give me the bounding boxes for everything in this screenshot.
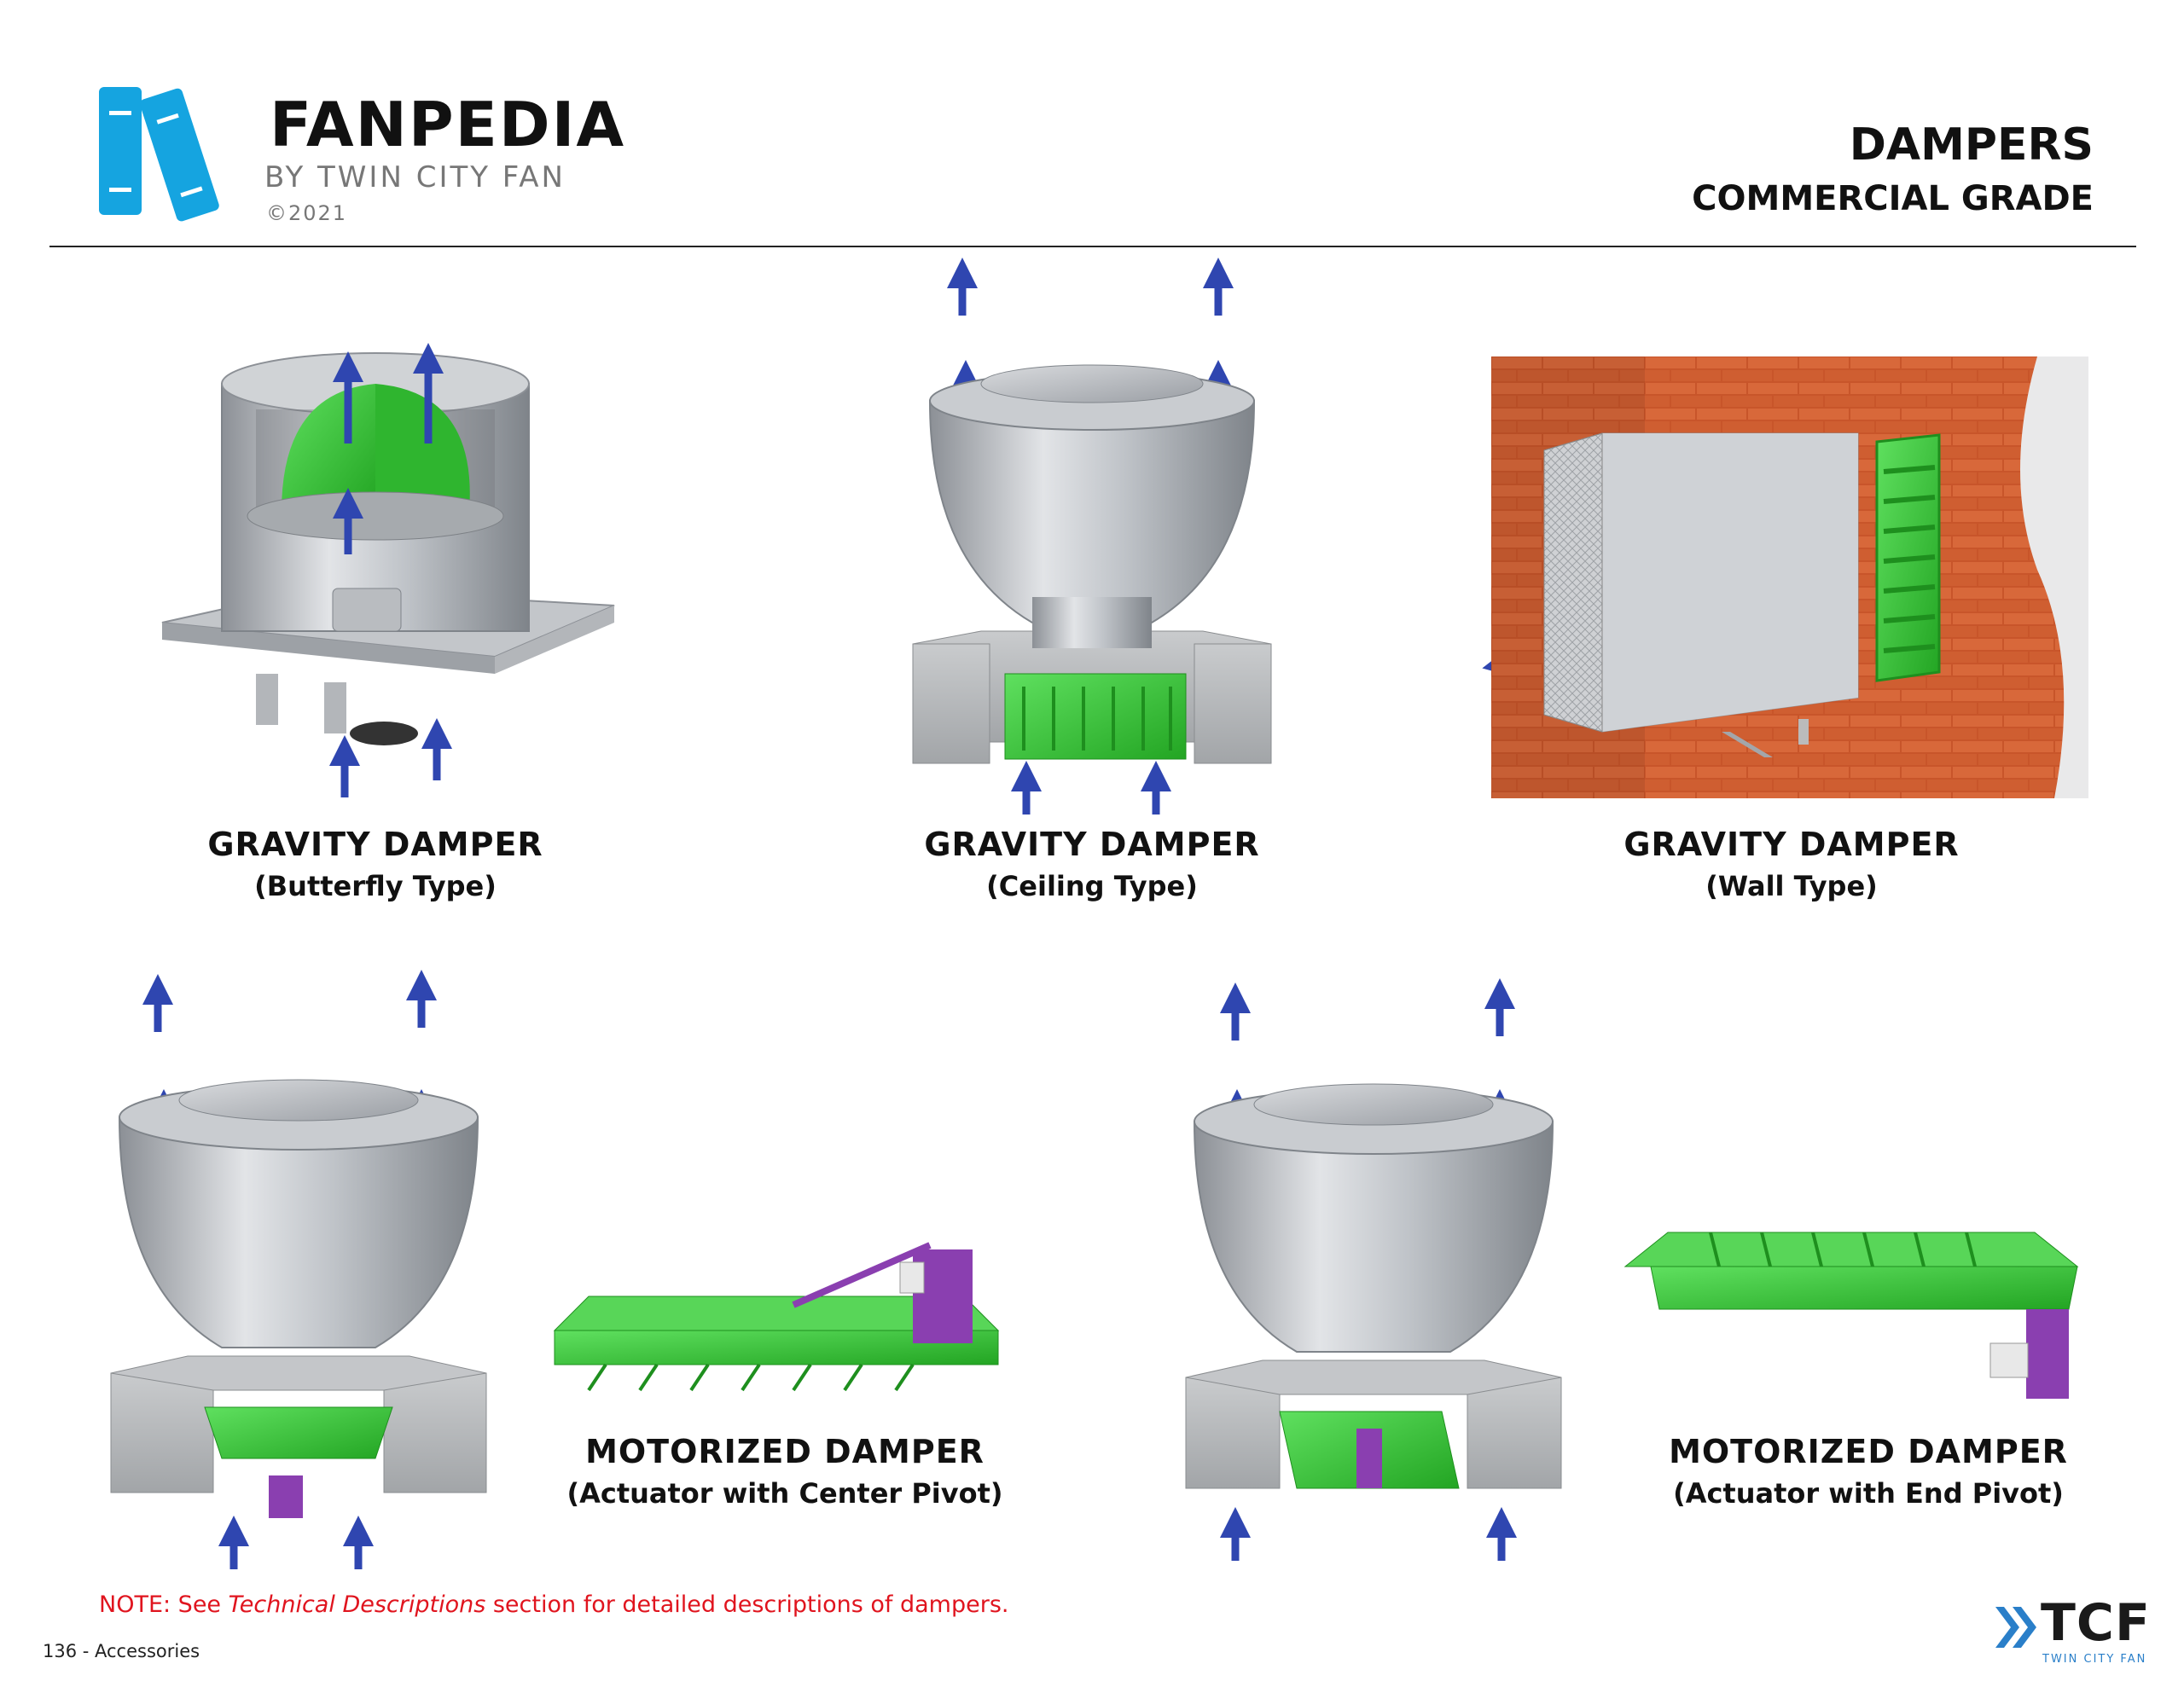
figure-1-title: GRAVITY DAMPER <box>207 826 543 863</box>
figure-2-subtitle: (Ceiling Type) <box>986 870 1198 902</box>
figure-2-title: GRAVITY DAMPER <box>924 826 1260 863</box>
fanpedia-logo-icon <box>99 87 219 222</box>
figure-5-title: MOTORIZED DAMPER <box>1669 1433 2068 1470</box>
note-text: NOTE: See Technical Descriptions section… <box>99 1591 1009 1618</box>
figure-1-subtitle: (Butterfly Type) <box>254 870 497 902</box>
figure-3-subtitle: (Wall Type) <box>1705 870 1878 902</box>
page-subtitle: COMMERCIAL GRADE <box>1692 179 2094 218</box>
figure-3-title: GRAVITY DAMPER <box>1623 826 1960 863</box>
page-number: 136 - Accessories <box>43 1641 200 1661</box>
brand-name: FanPedia <box>270 89 626 160</box>
figure-5-subtitle: (Actuator with End Pivot) <box>1673 1477 2064 1510</box>
figure-4-title: MOTORIZED DAMPER <box>585 1433 985 1470</box>
end-pivot-damper-illustration <box>1623 1232 2079 1399</box>
center-pivot-fan-illustration <box>110 1079 487 1518</box>
brand-byline: By Twin City Fan <box>264 160 566 194</box>
header-divider <box>49 246 2136 247</box>
wall-damper-illustration <box>1491 357 2088 798</box>
tcf-chevron-icon <box>1995 1607 2036 1648</box>
ceiling-damper-illustration <box>912 364 1272 764</box>
tcf-logo-subtext: TWIN CITY FAN <box>2042 1653 2147 1666</box>
center-pivot-damper-illustration <box>553 1242 1000 1392</box>
butterfly-damper-illustration <box>161 352 615 745</box>
page-title: DAMPERS <box>1849 119 2094 171</box>
brand-copyright: ©2021 <box>266 201 348 225</box>
figure-4-subtitle: (Actuator with Center Pivot) <box>566 1477 1003 1510</box>
technical-descriptions-link[interactable]: Technical Descriptions <box>228 1591 486 1618</box>
tcf-logo-text: TCF <box>2041 1593 2151 1653</box>
end-pivot-fan-illustration <box>1185 1083 1562 1489</box>
